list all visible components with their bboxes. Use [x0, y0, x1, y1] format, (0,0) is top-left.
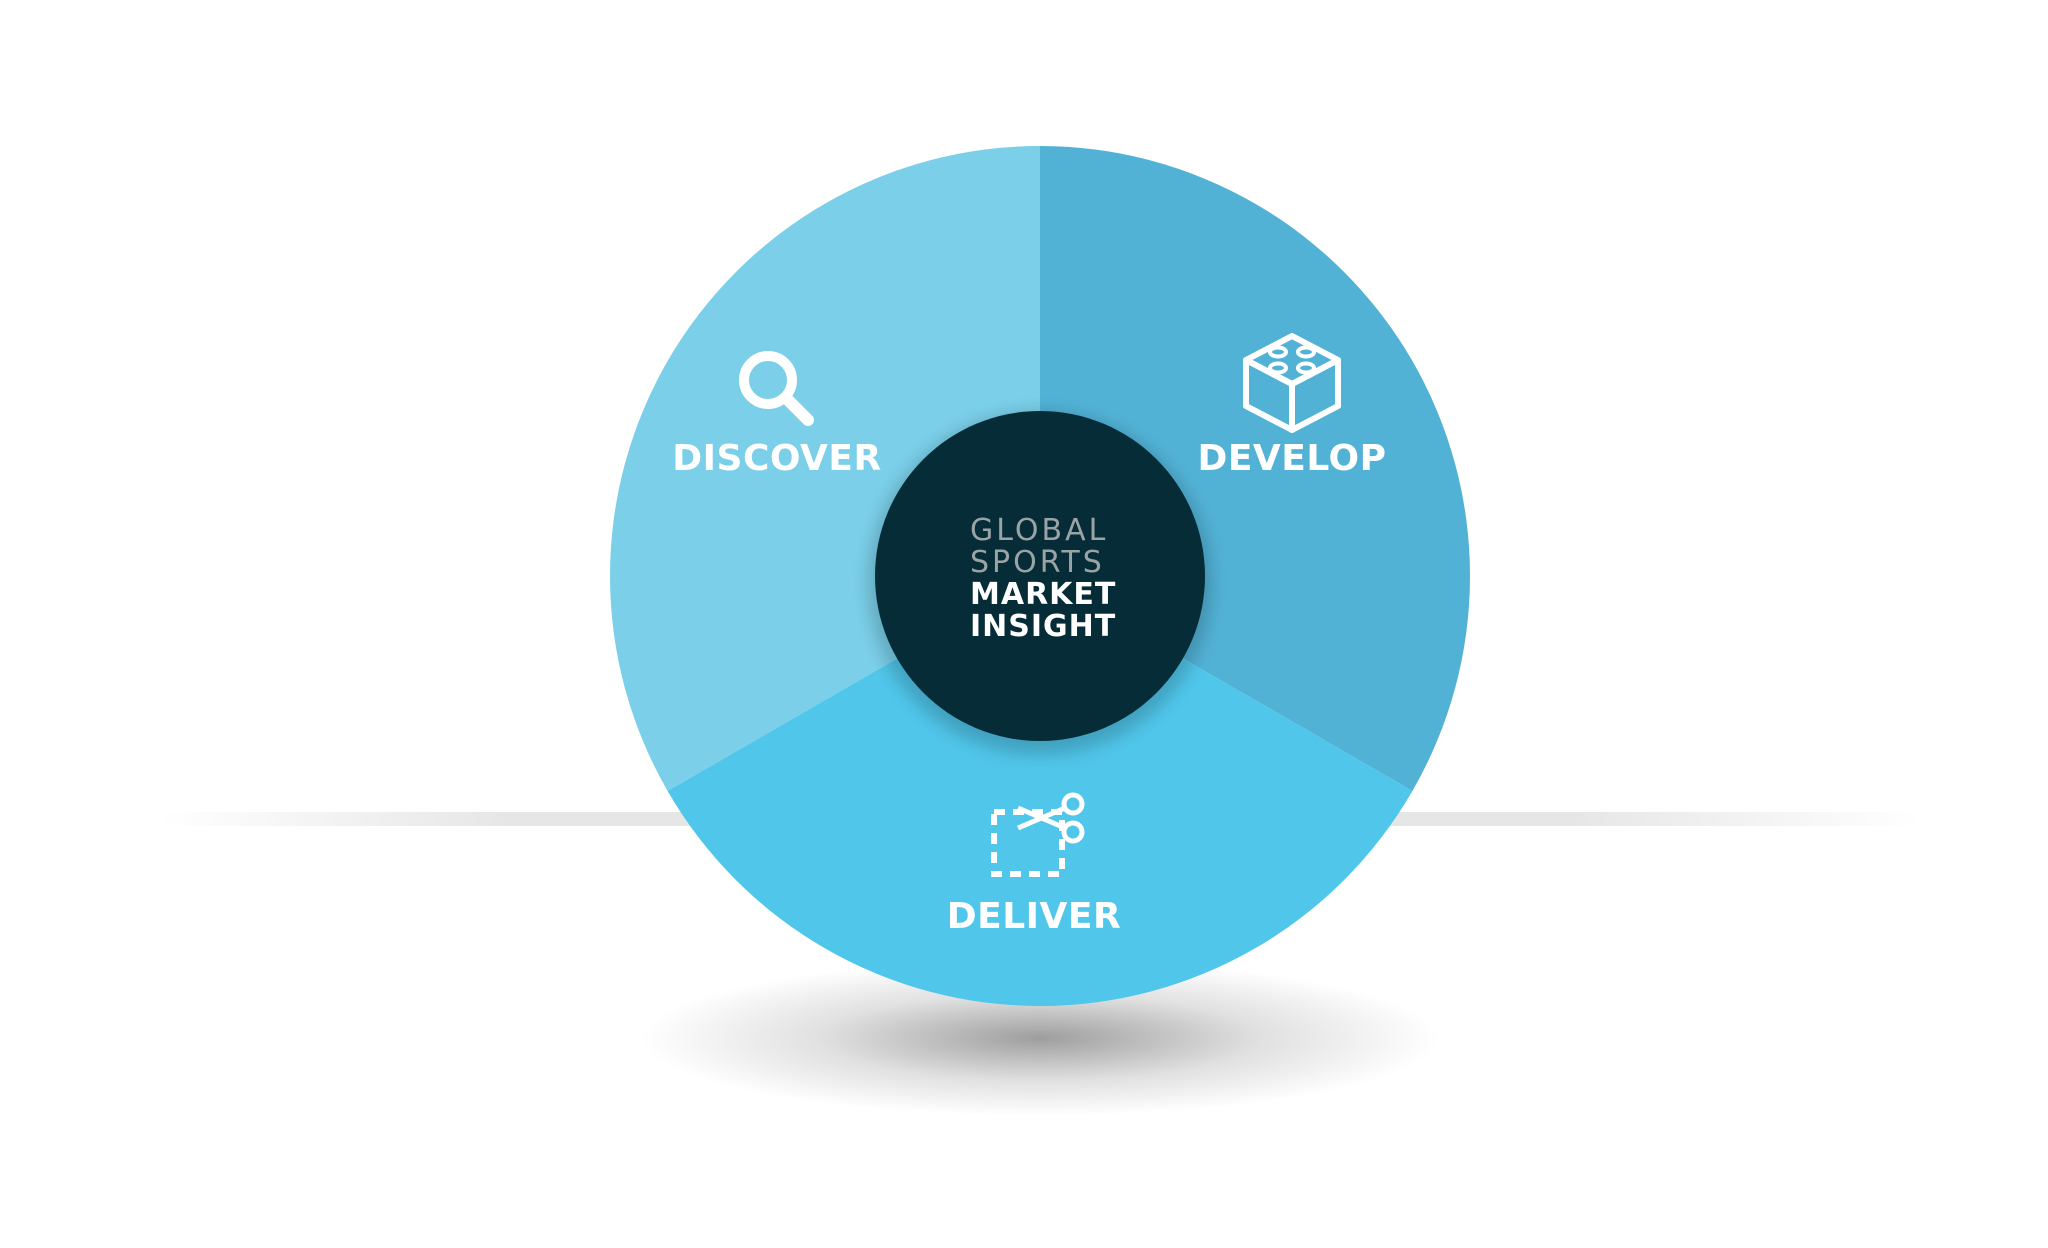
- segment-deliver[interactable]: [667, 576, 1413, 1007]
- logo-line-insight: INSIGHT: [970, 609, 1116, 644]
- develop-group[interactable]: DEVELOP: [1197, 333, 1386, 479]
- center-logo: GLOBAL SPORTS MARKET INSIGHT: [970, 513, 1116, 644]
- scissors-cut-icon: [991, 792, 1085, 877]
- building-block-icon: [1243, 333, 1341, 433]
- magnifier-icon: [739, 351, 814, 426]
- center-disk: [875, 411, 1205, 741]
- segment-label-develop: DEVELOP: [1197, 438, 1386, 479]
- logo-line-sports: SPORTS: [970, 545, 1105, 580]
- deliver-group[interactable]: DELIVER: [947, 792, 1121, 937]
- logo-line-global: GLOBAL: [970, 513, 1108, 548]
- segment-label-discover: DISCOVER: [672, 438, 881, 479]
- segment-label-deliver: DELIVER: [947, 896, 1121, 937]
- floor-shadow: [640, 960, 1440, 1116]
- logo-line-market: MARKET: [970, 577, 1116, 612]
- discover-group[interactable]: DISCOVER: [672, 351, 881, 479]
